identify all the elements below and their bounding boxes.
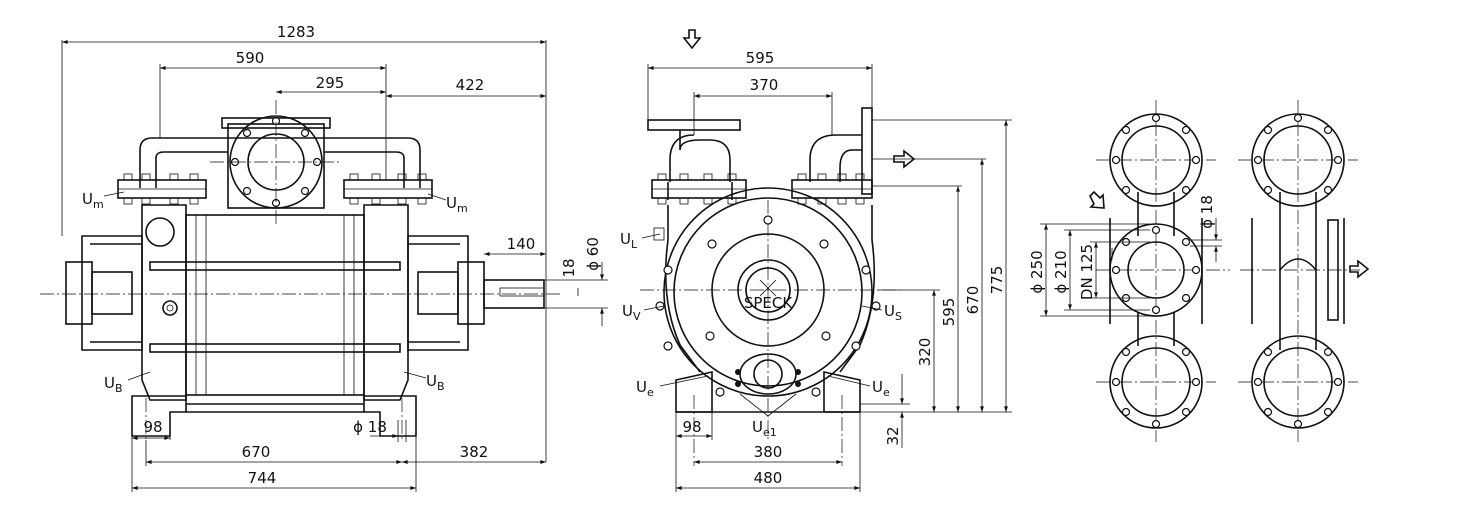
label-ue-left: Ue [636, 375, 709, 399]
svg-text:Um: Um [446, 194, 468, 215]
svg-text:Ue: Ue [636, 378, 654, 399]
label-um-right: Um [427, 193, 468, 215]
dim-side-98: 98 [675, 412, 713, 492]
dim-flange-nominal: DN 125 [1078, 244, 1096, 300]
dim-height-center: 595 [940, 298, 958, 327]
dim-side-foot-width: 98 [682, 418, 701, 436]
flange-2-bolts [1253, 113, 1343, 429]
dim-foot-spacing: 670 [242, 443, 271, 461]
arrow-right-icon-2 [1349, 259, 1370, 279]
dim-front-overall: 1283 [61, 23, 547, 462]
dim-flange-outer: ϕ 250 [1028, 250, 1046, 293]
label-ue-right: Ue [827, 375, 890, 399]
dim-flange-span: 590 [236, 49, 265, 67]
dim-side-base-width: 480 [754, 469, 783, 487]
dim-port-spacing: 370 [750, 76, 779, 94]
dim-foot-98: 98 [131, 418, 171, 492]
svg-text:US: US [884, 302, 902, 323]
dim-base-length: 744 [248, 469, 277, 487]
label-ul: UL [620, 227, 665, 251]
svg-text:Ue1: Ue1 [752, 418, 777, 439]
arrow-right-icon [893, 149, 916, 169]
label-ub-left: UB [104, 371, 151, 395]
dim-side-380: 380 [694, 443, 842, 464]
dim-height-flange: 670 [964, 286, 982, 315]
arrow-diagonal-icon [1089, 190, 1105, 209]
dim-flange-pitch: ϕ 210 [1052, 250, 1070, 293]
pump-body [185, 214, 365, 396]
svg-text:UL: UL [620, 230, 638, 251]
svg-text:UB: UB [104, 374, 123, 395]
dim-front-295: 295 [275, 74, 387, 94]
logo-text: SPECK [744, 294, 794, 312]
svg-text:Um: Um [82, 190, 104, 211]
label-ue1: Ue1 [739, 393, 797, 439]
label-uv: UV [622, 302, 665, 323]
dim-shaft-length: 140 [507, 235, 536, 253]
dim-right-offset: 422 [456, 76, 485, 94]
flange-view-1: ϕ 250 ϕ 210 DN 125 ϕ 18 [1028, 100, 1230, 442]
label-us: US [861, 302, 902, 323]
dim-side-32: 32 [860, 374, 910, 448]
dim-shaft-diameter: ϕ 60 [584, 237, 602, 271]
pump-casing [663, 187, 873, 397]
dim-hole-diameter: ϕ 18 [353, 418, 387, 436]
dim-height-shaft: 320 [916, 338, 934, 367]
svg-text:UV: UV [622, 302, 641, 323]
dim-side-heights: 775 670 595 320 [860, 119, 1012, 413]
dim-side-370: 370 [693, 76, 833, 135]
dim-base-744: 744 [132, 436, 417, 492]
svg-text:UB: UB [426, 372, 445, 393]
dim-side-foot-spacing: 380 [754, 443, 783, 461]
dim-foot-height: 32 [884, 426, 902, 445]
dim-top-width: 595 [746, 49, 775, 67]
dim-side-595: 595 [647, 49, 873, 120]
dim-flange-hole: ϕ 18 [1198, 195, 1216, 229]
flange-bolts [1111, 113, 1201, 429]
dim-side-480: 480 [676, 412, 861, 492]
dim-half-span: 295 [316, 74, 345, 92]
front-view: 1283 590 295 422 140 ϕ 60 18 [40, 23, 608, 492]
dim-shaft-dia: ϕ 60 18 [544, 237, 608, 326]
dim-flange: ϕ 250 ϕ 210 DN 125 ϕ 18 [1028, 195, 1222, 317]
dim-foot-width: 98 [143, 418, 162, 436]
dim-front-590: 590 [159, 49, 387, 180]
svg-text:Ue: Ue [872, 378, 890, 399]
dim-shaft-140: 140 [483, 235, 546, 256]
dim-height-total: 775 [988, 266, 1006, 295]
side-view: SPECK [620, 29, 1012, 492]
flange-view-2 [1238, 100, 1370, 442]
label-ub-right: UB [403, 371, 445, 393]
dim-hole-18: ϕ 18 [353, 418, 407, 442]
dim-shaft-382: 382 [401, 443, 546, 464]
label-um-left: Um [82, 190, 125, 211]
arrow-down-icon [682, 29, 702, 50]
dim-shaft-offset: 382 [460, 443, 489, 461]
dim-overall-length: 1283 [277, 23, 315, 41]
dim-front-422: 422 [385, 76, 546, 98]
dim-key: 18 [560, 258, 578, 277]
dim-foot-670: 670 [145, 440, 403, 466]
